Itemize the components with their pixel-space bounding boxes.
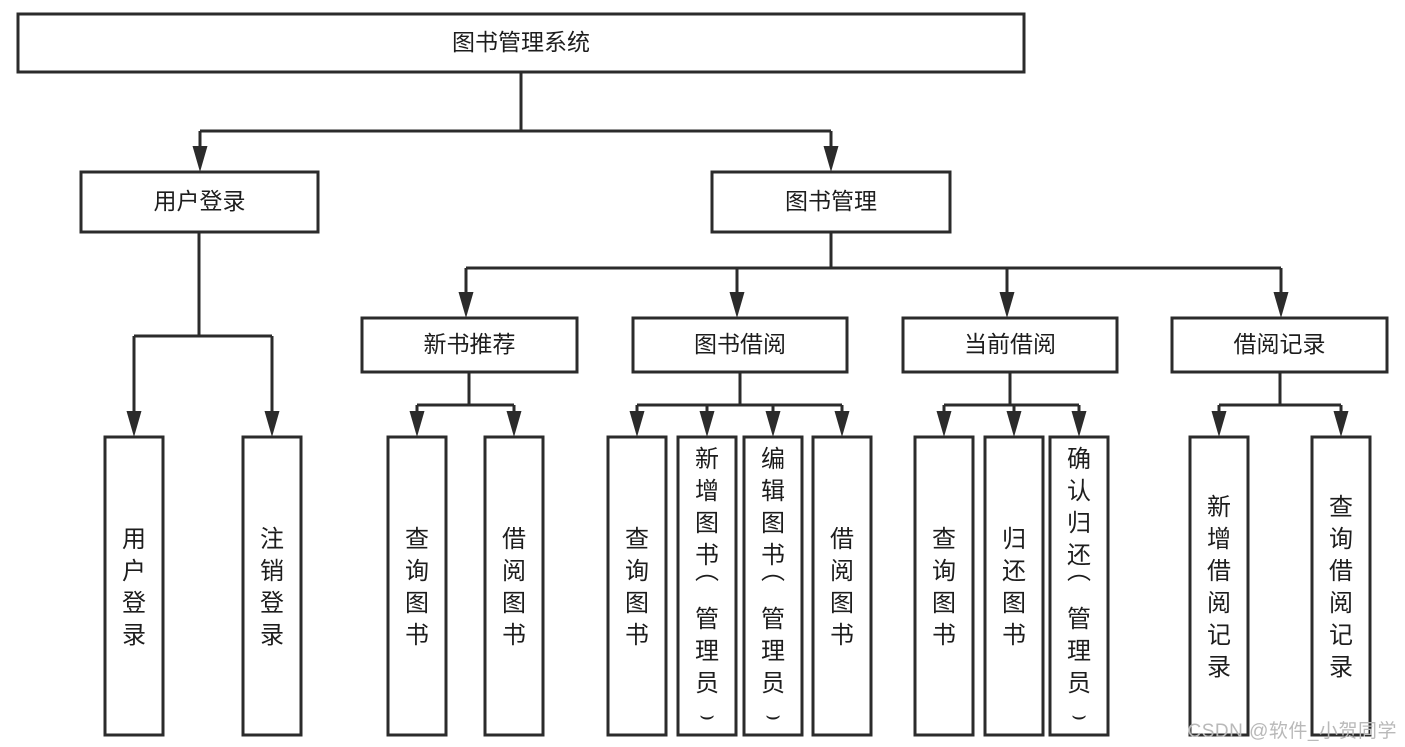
- arrow-head-icon: [458, 292, 474, 318]
- node-label: 图书管理系统: [452, 29, 590, 55]
- arrow-head-icon: [729, 292, 745, 318]
- node-label: 查询借阅记录: [1329, 494, 1353, 681]
- connector-borrow-record: [1211, 372, 1349, 437]
- node-leaf-leaf-query-book-borrow[interactable]: 查询图书: [606, 435, 668, 737]
- node-leaf-leaf-user-login[interactable]: 用户登录: [103, 435, 165, 737]
- node-label: 注销登录: [260, 526, 284, 649]
- arrow-head-icon: [1071, 411, 1087, 437]
- connectors-layer: [126, 72, 1349, 437]
- node-box[interactable]: [710, 170, 952, 234]
- node-label: 归还图书: [1002, 526, 1026, 649]
- node-leaf-leaf-query-borrow-record[interactable]: 查询借阅记录: [1310, 435, 1372, 737]
- connector-new-book-recommend: [409, 372, 522, 437]
- node-box[interactable]: [1170, 316, 1389, 374]
- arrow-head-icon: [823, 146, 839, 172]
- node-box[interactable]: [386, 435, 448, 737]
- arrow-head-icon: [409, 411, 425, 437]
- node-leaf-leaf-return-book[interactable]: 归还图书: [983, 435, 1045, 737]
- node-label: 借阅图书: [502, 526, 526, 649]
- node-l2-user-login[interactable]: 用户登录: [79, 170, 320, 234]
- node-box[interactable]: [742, 435, 804, 737]
- node-box[interactable]: [983, 435, 1045, 737]
- node-box[interactable]: [483, 435, 545, 737]
- node-l3-book-borrow[interactable]: 图书借阅: [631, 316, 849, 374]
- node-leaf-leaf-edit-book-admin[interactable]: 编辑图书⌒管理员⌣: [742, 435, 804, 737]
- node-label: 借阅图书: [830, 526, 854, 649]
- node-leaf-leaf-add-book-admin[interactable]: 新增图书⌒管理员⌣: [676, 435, 738, 737]
- node-box[interactable]: [241, 435, 303, 737]
- arrow-head-icon: [1333, 411, 1349, 437]
- connector-book-borrow: [629, 372, 850, 437]
- nodes-layer: 图书管理系统用户登录图书管理新书推荐图书借阅当前借阅借阅记录用户登录注销登录查询…: [16, 12, 1389, 737]
- node-leaf-leaf-logout[interactable]: 注销登录: [241, 435, 303, 737]
- node-box[interactable]: [79, 170, 320, 234]
- arrow-head-icon: [1273, 292, 1289, 318]
- node-label: 查询图书: [405, 526, 429, 649]
- arrow-head-icon: [765, 411, 781, 437]
- connector-root: [192, 72, 839, 172]
- node-leaf-leaf-confirm-return-admin[interactable]: 确认归还⌒管理员⌣: [1048, 435, 1110, 737]
- node-label: 用户登录: [122, 526, 146, 649]
- node-label: 图书管理: [785, 188, 877, 214]
- node-box[interactable]: [1048, 435, 1110, 737]
- node-label: 确认归还⌒管理员⌣: [1067, 446, 1091, 729]
- node-label: 查询图书: [932, 526, 956, 649]
- node-box[interactable]: [1188, 435, 1250, 737]
- arrow-head-icon: [834, 411, 850, 437]
- node-l2-book-management[interactable]: 图书管理: [710, 170, 952, 234]
- arrow-head-icon: [699, 411, 715, 437]
- node-leaf-leaf-query-book-rec[interactable]: 查询图书: [386, 435, 448, 737]
- arrow-head-icon: [192, 146, 208, 172]
- node-root-root[interactable]: 图书管理系统: [16, 12, 1026, 74]
- connector-book-management: [458, 232, 1289, 318]
- node-label: 新增借阅记录: [1207, 494, 1231, 681]
- arrow-head-icon: [126, 411, 142, 437]
- node-box[interactable]: [631, 316, 849, 374]
- node-label: 新书推荐: [424, 331, 516, 357]
- node-label: 图书借阅: [694, 331, 786, 357]
- node-box[interactable]: [103, 435, 165, 737]
- node-leaf-leaf-borrow-book-rec[interactable]: 借阅图书: [483, 435, 545, 737]
- node-box[interactable]: [606, 435, 668, 737]
- node-leaf-leaf-add-borrow-record[interactable]: 新增借阅记录: [1188, 435, 1250, 737]
- node-label: 新增图书⌒管理员⌣: [695, 446, 719, 729]
- csdn-watermark: CSDN @软件_小贺同学: [1187, 721, 1397, 742]
- node-label: 查询图书: [625, 526, 649, 649]
- node-box[interactable]: [811, 435, 873, 737]
- arrow-head-icon: [629, 411, 645, 437]
- arrow-head-icon: [936, 411, 952, 437]
- node-box[interactable]: [1310, 435, 1372, 737]
- arrow-head-icon: [999, 292, 1015, 318]
- node-l3-new-book-recommend[interactable]: 新书推荐: [360, 316, 579, 374]
- node-leaf-leaf-query-book-current[interactable]: 查询图书: [913, 435, 975, 737]
- arrow-head-icon: [506, 411, 522, 437]
- node-l3-current-borrow[interactable]: 当前借阅: [901, 316, 1119, 374]
- node-label: 当前借阅: [964, 331, 1056, 357]
- node-box[interactable]: [676, 435, 738, 737]
- node-label: 借阅记录: [1234, 331, 1326, 357]
- node-label: 编辑图书⌒管理员⌣: [761, 446, 785, 729]
- connector-user-login: [126, 232, 280, 437]
- node-box[interactable]: [913, 435, 975, 737]
- node-l3-borrow-record[interactable]: 借阅记录: [1170, 316, 1389, 374]
- node-box[interactable]: [360, 316, 579, 374]
- node-box[interactable]: [901, 316, 1119, 374]
- node-label: 用户登录: [154, 188, 246, 214]
- node-box[interactable]: [16, 12, 1026, 74]
- arrow-head-icon: [1006, 411, 1022, 437]
- arrow-head-icon: [1211, 411, 1227, 437]
- connector-current-borrow: [936, 372, 1087, 437]
- arrow-head-icon: [264, 411, 280, 437]
- node-leaf-leaf-borrow-book[interactable]: 借阅图书: [811, 435, 873, 737]
